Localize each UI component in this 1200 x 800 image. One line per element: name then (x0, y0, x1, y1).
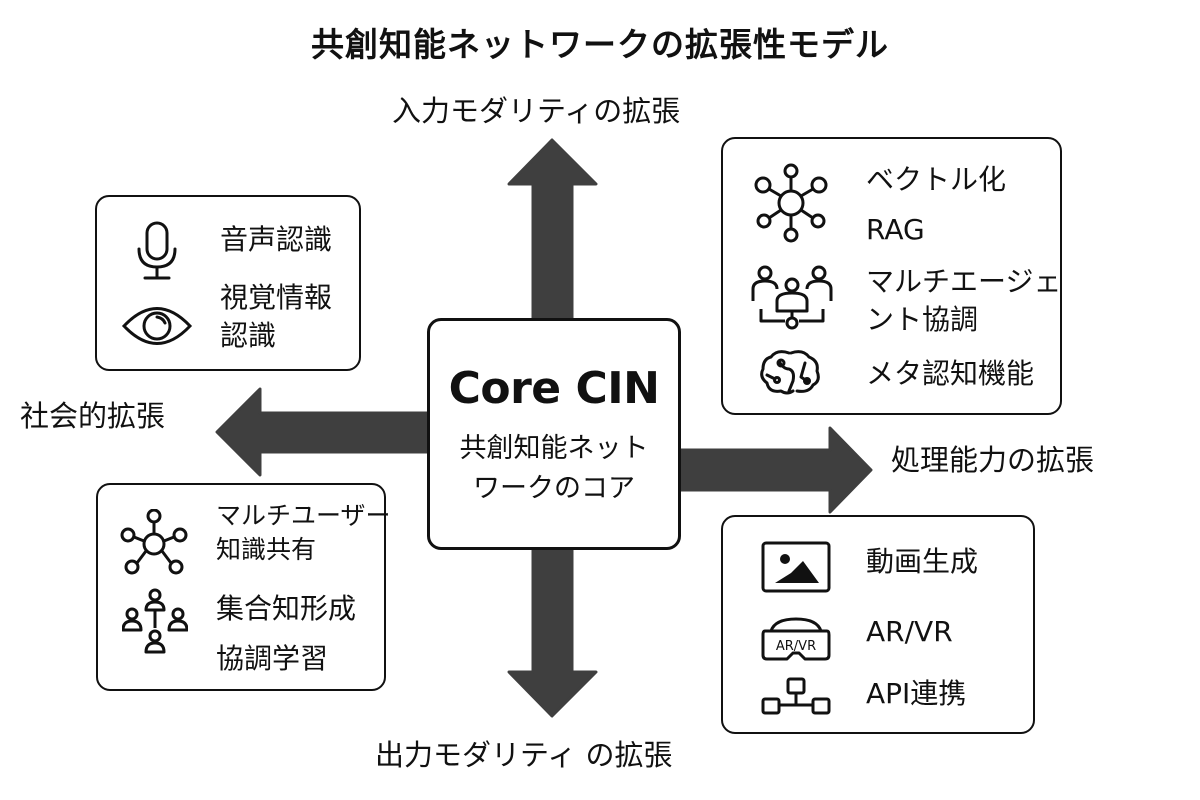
network-hub-icon (120, 509, 188, 575)
api-network-icon (761, 677, 831, 715)
arrow-right (677, 426, 873, 514)
axis-label-output: 出力モダリティ の拡張 (375, 738, 673, 772)
eye-icon (121, 307, 193, 345)
core-cin-box: Core CIN 共創知能ネット ワークのコア (427, 318, 681, 550)
item-api-integration: API連携 (866, 677, 967, 710)
item-rag: RAG (866, 213, 925, 246)
axis-label-processing: 処理能力の拡張 (891, 443, 1095, 477)
vr-headset-icon: AR/VR (761, 617, 831, 661)
arrow-down (507, 546, 598, 718)
microphone-icon (137, 221, 177, 280)
diagram-title: 共創知能ネットワークの拡張性モデル (311, 25, 889, 64)
axis-label-social: 社会的拡張 (20, 399, 166, 433)
input-modality-box: 音声認識 視覚情報 認識 (95, 195, 361, 371)
network-hub-icon (754, 163, 828, 243)
multi-agent-icon (751, 265, 833, 330)
item-speech-recognition: 音声認識 (220, 223, 333, 256)
arrow-left (215, 387, 431, 477)
item-multi-agent: マルチエージェ ント協調 (866, 263, 1061, 339)
item-visual-recognition: 視覚情報 認識 (220, 279, 332, 355)
item-vectorization: ベクトル化 (866, 163, 1007, 196)
core-subtitle: 共創知能ネット ワークのコア (430, 429, 678, 509)
item-visual-recognition-line1: 視覚情報 (220, 281, 333, 314)
output-modality-box: 動画生成 AR/VR AR/VR API連携 (721, 515, 1035, 734)
item-multi-user-knowledge: マルチユーザー 知識共有 (216, 499, 391, 567)
vr-headset-icon-text: AR/VR (776, 639, 816, 654)
processing-capability-box: ベクトル化 RAG マルチエージェ ント協調 メタ認知機能 (721, 137, 1062, 415)
axis-label-input: 入力モダリティの拡張 (392, 94, 681, 128)
social-extension-box: マルチユーザー 知識共有 集合知形成 協調学習 (96, 483, 391, 691)
item-multi-agent-line2: ント協調 (866, 303, 979, 336)
group-people-icon (122, 588, 188, 654)
item-ar-vr: AR/VR (866, 615, 953, 648)
item-collaborative-learning: 協調学習 (216, 642, 329, 675)
core-subtitle-line1: 共創知能ネット (459, 433, 649, 464)
item-video-generation: 動画生成 (866, 545, 979, 578)
item-collective-intelligence: 集合知形成 (216, 592, 357, 625)
item-visual-recognition-line2: 認識 (220, 319, 277, 352)
arrow-up (507, 138, 598, 322)
core-subtitle-line2: ワークのコア (473, 473, 635, 504)
item-multi-agent-line1: マルチエージェ (866, 265, 1062, 298)
image-icon (761, 541, 831, 593)
item-multi-user-knowledge-line2: 知識共有 (216, 535, 317, 564)
item-multi-user-knowledge-line1: マルチユーザー (216, 501, 391, 530)
item-metacognition: メタ認知機能 (866, 357, 1035, 390)
core-title: Core CIN (448, 363, 660, 414)
brain-circuit-icon (760, 350, 820, 395)
